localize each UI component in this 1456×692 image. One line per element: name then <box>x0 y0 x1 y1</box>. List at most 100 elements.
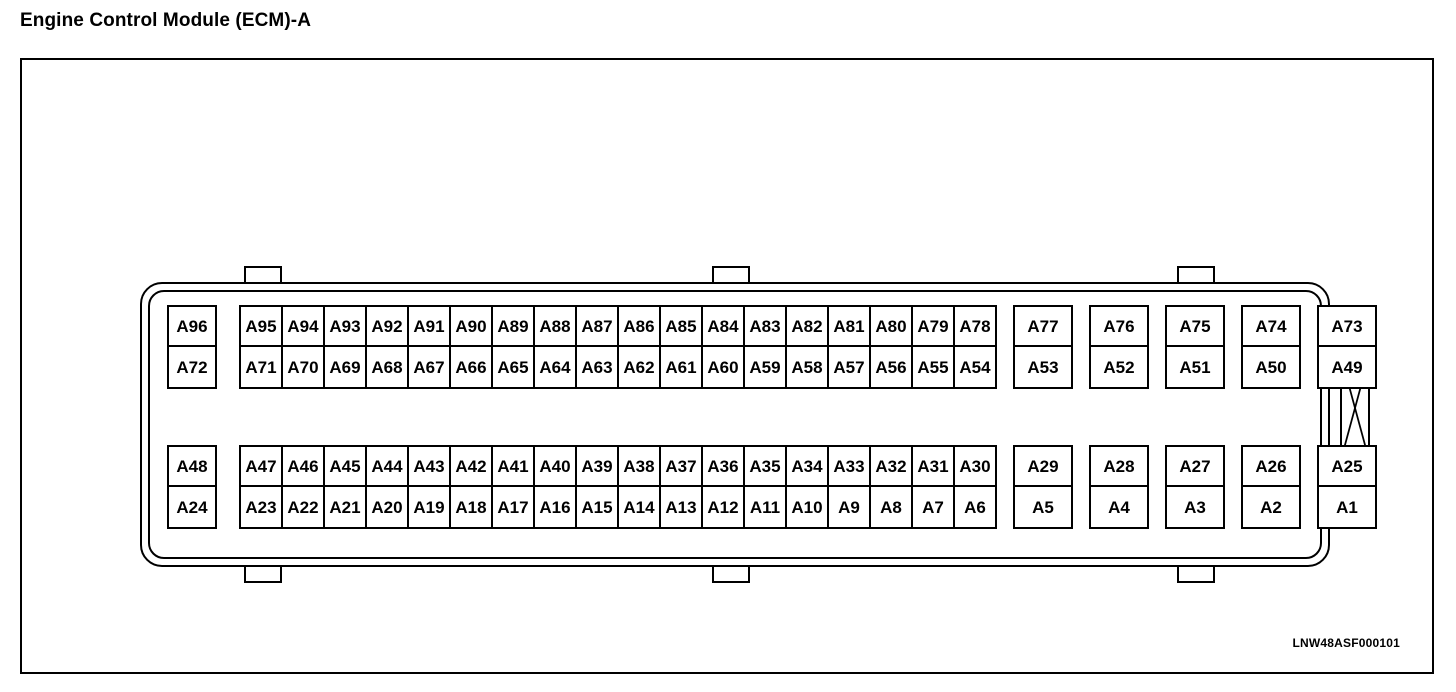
pin-cell-A86[interactable]: A86 <box>619 307 659 347</box>
pin-cell-A63[interactable]: A63 <box>581 357 613 377</box>
pin-cell-A66[interactable]: A66 <box>455 357 487 377</box>
pin-cell-A69[interactable]: A69 <box>329 357 361 377</box>
pin-cell-A15[interactable]: A15 <box>581 497 613 517</box>
pin-cell-A81[interactable]: A81 <box>829 307 869 347</box>
pin-cell-A82[interactable]: A82 <box>787 307 827 347</box>
pin-cell-A19[interactable]: A19 <box>413 497 445 517</box>
pin-cell-A23[interactable]: A23 <box>245 497 277 517</box>
pin-cell-A71[interactable]: A71 <box>245 357 277 377</box>
pin-cell-A46[interactable]: A46 <box>283 447 323 487</box>
pin-cell-A56[interactable]: A56 <box>875 357 907 377</box>
pin-cell-A3[interactable]: A3 <box>1184 497 1206 517</box>
pin-cell-A13[interactable]: A13 <box>665 497 697 517</box>
pin-cell-A32[interactable]: A32 <box>871 447 911 487</box>
pin-cell-A16[interactable]: A16 <box>539 497 571 517</box>
pin-cell-A41[interactable]: A41 <box>493 447 533 487</box>
pin-cell-A90[interactable]: A90 <box>451 307 491 347</box>
pin-cell-A60[interactable]: A60 <box>707 357 739 377</box>
pin-cell-A80[interactable]: A80 <box>871 307 911 347</box>
pin-cell-A84[interactable]: A84 <box>703 307 743 347</box>
pin-cell-A35[interactable]: A35 <box>745 447 785 487</box>
pin-cell-A37[interactable]: A37 <box>661 447 701 487</box>
pin-cell-A61[interactable]: A61 <box>665 357 697 377</box>
pin-cell-A24[interactable]: A24 <box>176 497 208 517</box>
pin-cell-A94[interactable]: A94 <box>283 307 323 347</box>
pin-cell-A57[interactable]: A57 <box>833 357 865 377</box>
pin-cell-A7[interactable]: A7 <box>922 497 944 517</box>
pin-cell-A2[interactable]: A2 <box>1260 497 1282 517</box>
pin-cell-A26[interactable]: A26 <box>1243 447 1299 487</box>
pin-cell-A64[interactable]: A64 <box>539 357 571 377</box>
pin-cell-A11[interactable]: A11 <box>749 497 781 517</box>
pin-cell-A77[interactable]: A77 <box>1015 307 1071 347</box>
pin-cell-A21[interactable]: A21 <box>329 497 361 517</box>
pin-cell-A20[interactable]: A20 <box>371 497 403 517</box>
pin-cell-A70[interactable]: A70 <box>287 357 319 377</box>
pin-cell-A79[interactable]: A79 <box>913 307 953 347</box>
pin-cell-A53[interactable]: A53 <box>1027 357 1059 377</box>
pin-cell-A40[interactable]: A40 <box>535 447 575 487</box>
pin-cell-A17[interactable]: A17 <box>497 497 529 517</box>
pin-cell-A75[interactable]: A75 <box>1167 307 1223 347</box>
pin-cell-A65[interactable]: A65 <box>497 357 529 377</box>
pin-cell-A58[interactable]: A58 <box>791 357 823 377</box>
pin-cell-A52[interactable]: A52 <box>1103 357 1135 377</box>
pin-cell-A22[interactable]: A22 <box>287 497 319 517</box>
pin-cell-A62[interactable]: A62 <box>623 357 655 377</box>
pin-cell-A73[interactable]: A73 <box>1319 307 1375 347</box>
pin-cell-A34[interactable]: A34 <box>787 447 827 487</box>
pin-cell-A31[interactable]: A31 <box>913 447 953 487</box>
pin-cell-A95[interactable]: A95 <box>241 307 281 347</box>
pin-cell-A25[interactable]: A25 <box>1319 447 1375 487</box>
pin-cell-A68[interactable]: A68 <box>371 357 403 377</box>
pin-cell-A67[interactable]: A67 <box>413 357 445 377</box>
pin-cell-A33[interactable]: A33 <box>829 447 869 487</box>
pin-cell-A44[interactable]: A44 <box>367 447 407 487</box>
pin-cell-A88[interactable]: A88 <box>535 307 575 347</box>
pin-cell-A48[interactable]: A48 <box>169 447 215 487</box>
pin-cell-A38[interactable]: A38 <box>619 447 659 487</box>
pin-cell-A76[interactable]: A76 <box>1091 307 1147 347</box>
pin-cell-A12[interactable]: A12 <box>707 497 739 517</box>
pin-cell-A50[interactable]: A50 <box>1255 357 1287 377</box>
pin-cell-A91[interactable]: A91 <box>409 307 449 347</box>
pin-cell-A29[interactable]: A29 <box>1015 447 1071 487</box>
pin-cell-A72[interactable]: A72 <box>176 357 208 377</box>
pin-cell-A27[interactable]: A27 <box>1167 447 1223 487</box>
pin-cell-A45[interactable]: A45 <box>325 447 365 487</box>
pin-cell-A55[interactable]: A55 <box>917 357 949 377</box>
pin-cell-A89[interactable]: A89 <box>493 307 533 347</box>
pin-cell-A42[interactable]: A42 <box>451 447 491 487</box>
pin-cell-A87[interactable]: A87 <box>577 307 617 347</box>
pin-cell-A78[interactable]: A78 <box>955 307 995 347</box>
pin-cell-A10[interactable]: A10 <box>791 497 823 517</box>
pin-cell-A59[interactable]: A59 <box>749 357 781 377</box>
pin-cell-A85[interactable]: A85 <box>661 307 701 347</box>
pin-cell-A30[interactable]: A30 <box>955 447 995 487</box>
pin-cell-A18[interactable]: A18 <box>455 497 487 517</box>
pin-cell-A51[interactable]: A51 <box>1179 357 1211 377</box>
pin-cell-A5[interactable]: A5 <box>1032 497 1054 517</box>
pin-cell-A39[interactable]: A39 <box>577 447 617 487</box>
pin-cell-A49[interactable]: A49 <box>1331 357 1363 377</box>
pin-cell-A14[interactable]: A14 <box>623 497 655 517</box>
pin-cell-A1[interactable]: A1 <box>1336 497 1358 517</box>
pin-cell-A43[interactable]: A43 <box>409 447 449 487</box>
pin-cell-A83[interactable]: A83 <box>745 307 785 347</box>
pin-cell-A9[interactable]: A9 <box>838 497 860 517</box>
pin-cell-A36[interactable]: A36 <box>703 447 743 487</box>
pin-cell-A4[interactable]: A4 <box>1108 497 1130 517</box>
pin-cell-A6[interactable]: A6 <box>964 497 986 517</box>
pin-cell-A92[interactable]: A92 <box>367 307 407 347</box>
pin-cell-A96[interactable]: A96 <box>169 307 215 347</box>
pin-cell-A74[interactable]: A74 <box>1243 307 1299 347</box>
pin-cell-A47[interactable]: A47 <box>241 447 281 487</box>
pin-cell-A54[interactable]: A54 <box>959 357 991 377</box>
tab-top-center <box>712 266 750 284</box>
pin-cell-A8[interactable]: A8 <box>880 497 902 517</box>
pin-cell-A93[interactable]: A93 <box>325 307 365 347</box>
pin-cell-A28[interactable]: A28 <box>1091 447 1147 487</box>
